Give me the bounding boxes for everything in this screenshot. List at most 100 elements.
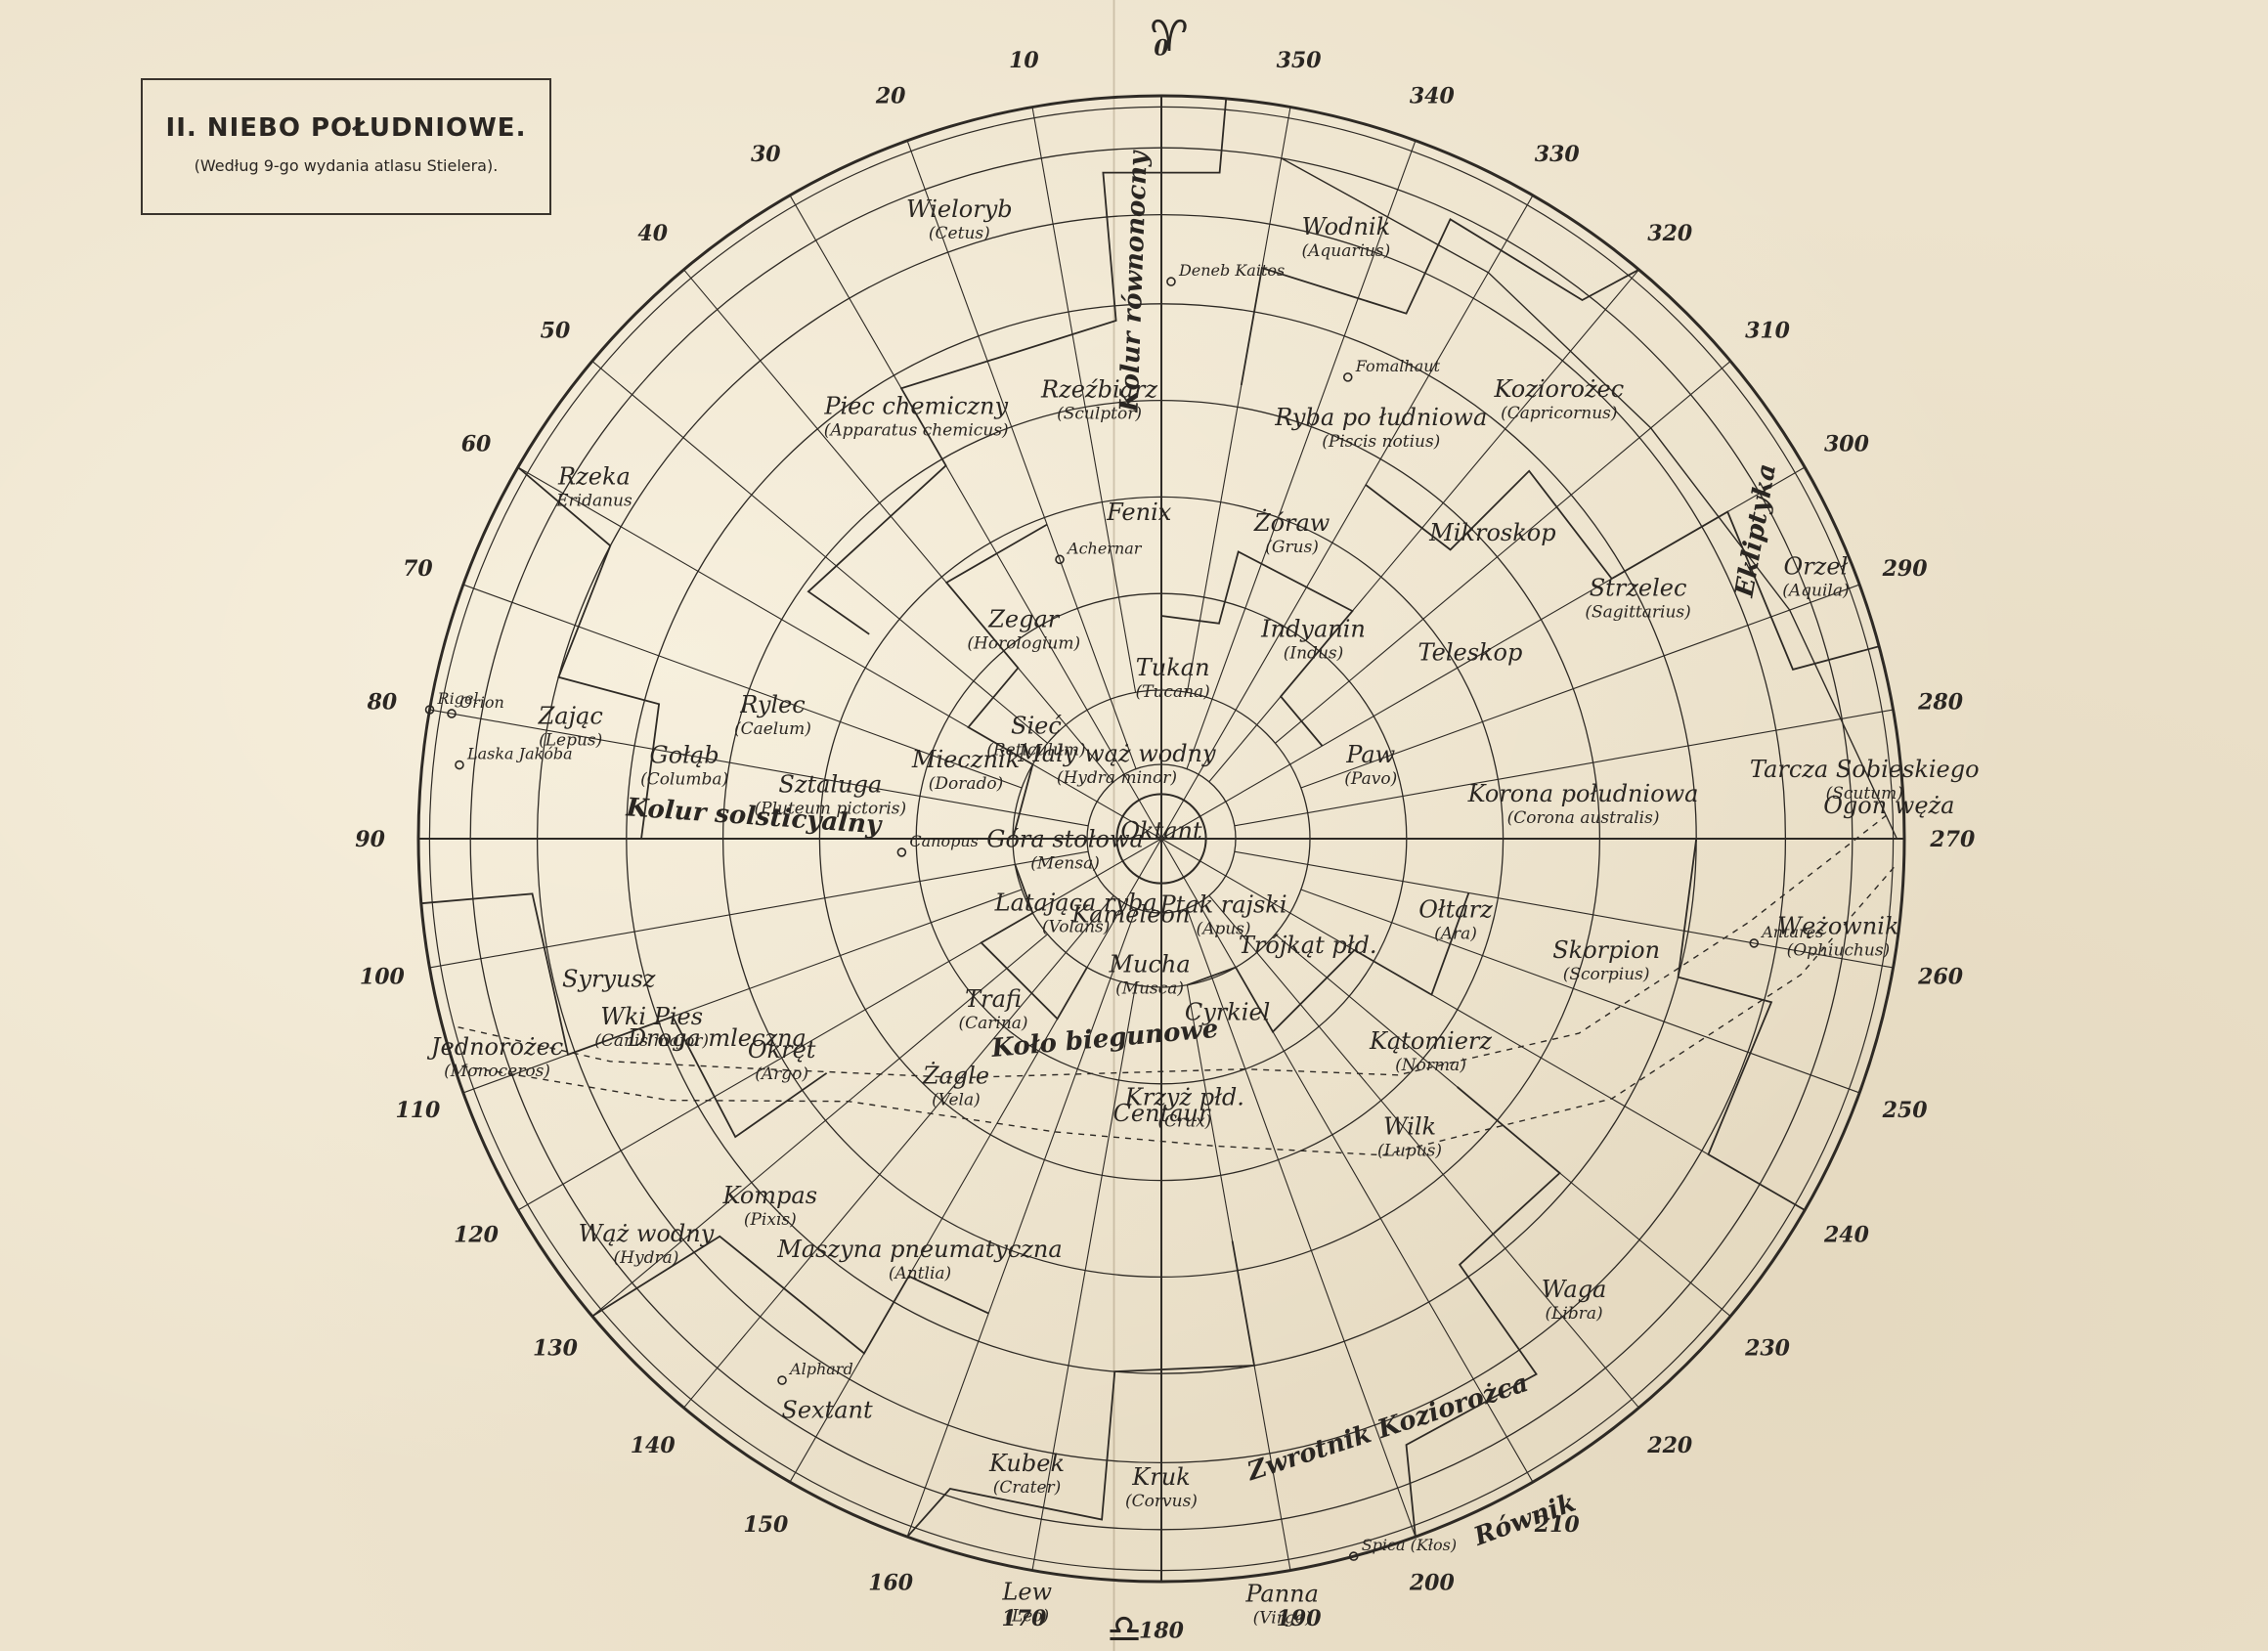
constellation-latin: (Horologium) [967,633,1080,653]
constellation-label: Zegar(Horologium) [967,605,1080,653]
constellation-name: Wężownik [1777,912,1898,939]
constellation-latin: (Mensa) [1030,854,1100,874]
degree-label: 30 [751,142,781,167]
constellation-latin: (Sagittarius) [1585,603,1690,623]
constellation-label: Wodnik(Aquarius) [1301,213,1390,261]
constellation-label: Droga mleczna [627,1024,807,1052]
constellation-name: Miecznik [911,746,1020,773]
ecliptic-arc [1281,157,1898,840]
constellation-latin: (Corona australis) [1507,808,1660,828]
meridian-line [1208,894,1639,1409]
constellation-label: Wężownik(Ophiuchus) [1777,912,1898,960]
constellation-label: Maszyna pneumatyczna(Antlia) [776,1236,1062,1283]
star-marker: Alphard [777,1360,853,1385]
constellation-label: Gołąb(Columba) [640,742,728,790]
degree-label: 20 [875,83,906,109]
constellation-latin: (Cetus) [929,224,990,243]
degree-label: 10 [1009,48,1039,73]
meridian-line [1234,709,1894,827]
constellation-latin: (Tucana) [1136,682,1210,702]
degree-label: 330 [1535,142,1581,167]
constellation-name: Żóraw [1253,508,1330,537]
constellation-latin: (Musca) [1115,978,1184,998]
star-dot [896,847,907,857]
constellation-latin: (Pluteum pictoris) [755,799,907,818]
degree-label: 120 [454,1223,500,1248]
degree-labels: 0102030405060708090100110120130140150160… [355,36,1976,1644]
constellation-name: Panna [1244,1581,1319,1608]
constellation-label: Mucha(Musca) [1108,950,1190,998]
constellation-label: Tarcza Sobieskiego(Scutum) [1750,756,1980,804]
constellation-boundary [517,466,661,840]
constellation-label: Wąż wodny(Hydra) [579,1220,715,1268]
constellation-name: Ogon węża [1823,792,1954,819]
constellation-name: Wodnik [1302,213,1391,240]
constellation-label: Orzeł(Aquila) [1782,553,1849,601]
constellation-name: Trafi [965,985,1022,1013]
star-name: Antares [1760,923,1823,941]
constellation-label: Sextant [781,1396,873,1423]
constellation-name: Teleskop [1418,639,1522,667]
meridian-line [1160,195,1534,840]
constellation-name: Ptak rajski [1158,891,1287,919]
constellation-label: Wilk(Lupus) [1377,1113,1442,1161]
constellation-label: Teleskop [1418,639,1522,667]
constellation-name: Orzeł [1784,553,1849,581]
constellation-name: Krzyż płd. [1124,1084,1244,1111]
constellation-latin: (Hydra minor) [1057,768,1177,788]
constellation-label: Krzyż płd.(Crux) [1124,1084,1244,1132]
meridian-line [1186,107,1291,693]
constellation-name: Wieloryb [906,196,1013,223]
constellation-label: Latająca ryba(Volans) [994,889,1157,936]
constellation-name: Sieć [1011,713,1062,740]
constellation-boundary [591,1235,989,1355]
degree-label: 220 [1646,1433,1693,1458]
degree-label: 240 [1823,1223,1870,1248]
constellation-label: Zając(Lepus) [538,703,603,751]
meridian-line [462,889,1023,1094]
constellation-label: Oktant [1120,817,1202,845]
constellation-label: Kameleon [1070,901,1190,929]
constellation-latin: (Aquarius) [1301,241,1390,261]
constellation-latin: (Antlia) [889,1264,951,1283]
constellation-latin: (Sculptor) [1057,404,1142,423]
constellation-name: Sztaluga [778,770,882,798]
star-marker: Laska Jakóba [455,745,573,770]
constellation-latin: (Carina) [959,1014,1028,1033]
constellation-label: Rylec(Caelum) [734,691,811,739]
reference-circle-label: Kolur równonocny [1114,149,1153,413]
degree-label: 110 [395,1098,441,1123]
meridian-line [517,838,1162,1211]
constellation-latin: (Ophiuchus) [1787,940,1891,960]
constellation-name: Kameleon [1070,901,1190,929]
constellation-latin: (Scutum) [1826,784,1903,804]
constellation-latin: (Pixis) [744,1210,797,1230]
constellation-label: Lew(Leo) [1001,1578,1052,1626]
degree-label: 90 [355,827,385,852]
constellation-name: Droga mleczna [627,1024,807,1052]
star-dot [777,1375,787,1385]
meridian-line [1031,984,1137,1571]
meridian-line [789,195,1162,840]
constellation-boundary [1405,1086,1561,1538]
star-dot [1749,938,1760,948]
constellation-latin: (Caelum) [734,719,811,739]
constellation-name: Wąż wodny [579,1220,715,1247]
constellation-label: Trójkąt płd. [1239,932,1377,959]
constellation-name: Centaur [1113,1100,1211,1127]
constellation-name: Latająca ryba [994,889,1157,916]
constellation-label: Ryba po łudniowa(Piscis notius) [1274,404,1487,452]
constellation-latin: (Lepus) [539,731,602,751]
meridian-line [429,850,1089,969]
milky-way-edge [458,812,1890,1079]
constellation-latin: Eridanus [555,492,632,511]
constellation-name: Rzeka [557,463,631,491]
constellation-label: Ołtarz(Ara) [1418,896,1493,944]
meridian-line [462,584,1023,789]
constellation-label: Strzelec(Sagittarius) [1585,575,1690,623]
chart-grid [416,94,1906,1584]
constellation-latin: (Piscis notius) [1322,432,1440,452]
constellation-label: Korona południowa(Corona australis) [1467,780,1699,828]
star-name: Canopus [909,832,978,850]
